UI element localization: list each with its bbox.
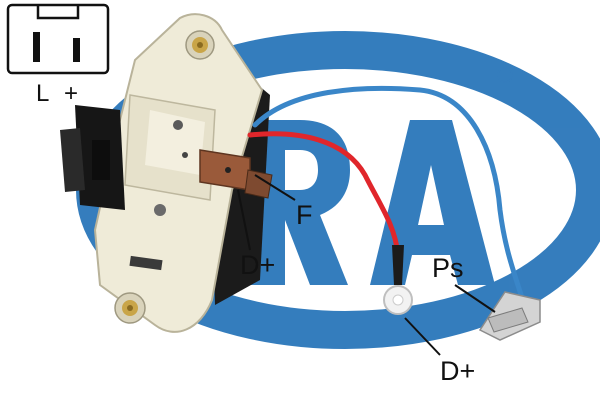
- regulator-icon: [60, 13, 273, 333]
- pin-right-label: +: [64, 80, 85, 107]
- leader-f: [254, 174, 296, 201]
- d-plus-center-label: D+: [240, 250, 276, 280]
- connector-icon: [6, 3, 110, 75]
- ring-terminal-sleeve: [392, 245, 404, 285]
- leader-ps: [454, 284, 496, 313]
- blade-terminal: [478, 291, 541, 341]
- red-wire: [247, 131, 401, 258]
- pin-left-label: L: [36, 80, 56, 107]
- blue-wire: [252, 85, 525, 301]
- ps-label: Ps: [432, 253, 464, 283]
- leader-d-plus-center: [237, 189, 251, 251]
- leader-d-plus-ring: [404, 317, 441, 356]
- d-plus-ring-label: D+: [440, 356, 476, 386]
- f-label: F: [296, 200, 313, 230]
